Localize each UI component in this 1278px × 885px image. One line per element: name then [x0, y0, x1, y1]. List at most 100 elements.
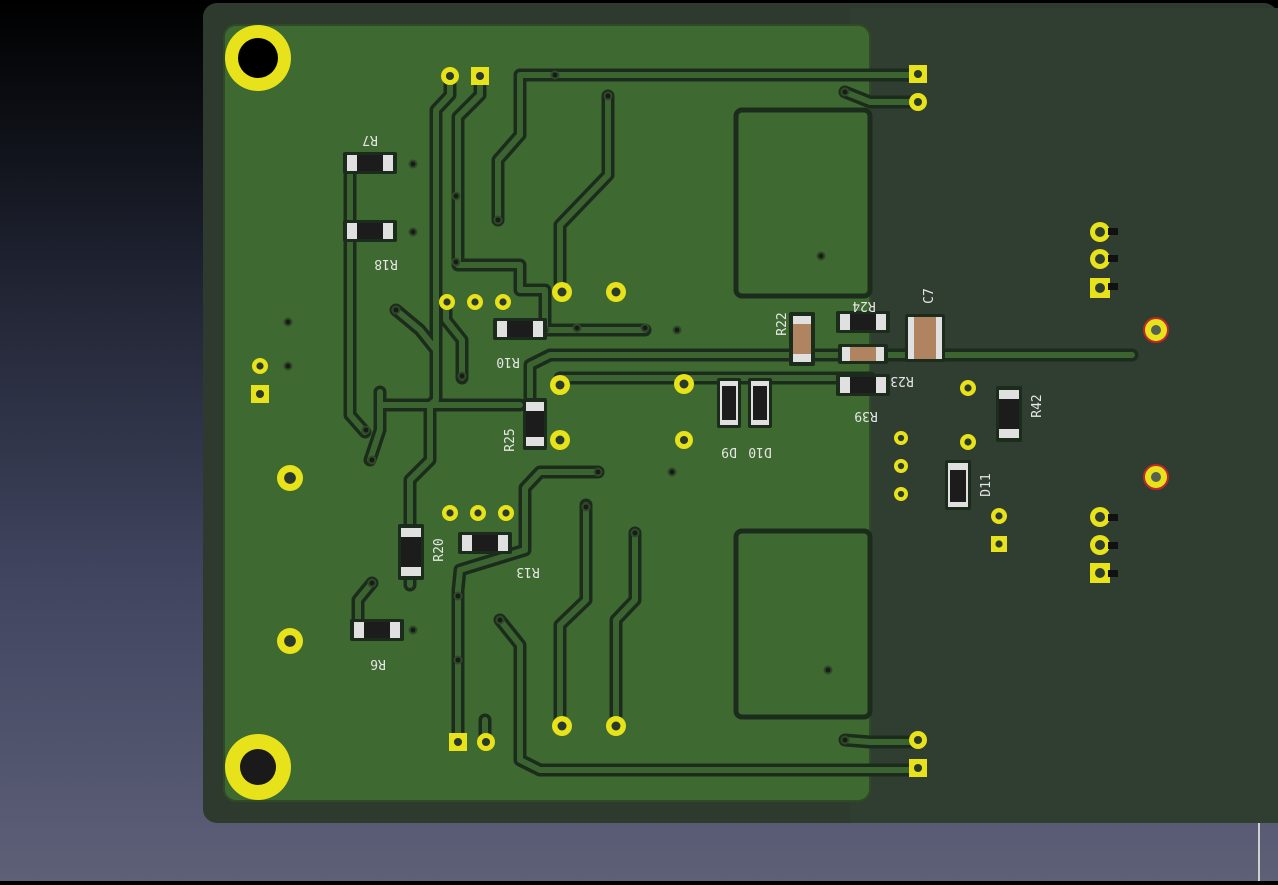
label-r39: R39: [854, 408, 877, 423]
via: [603, 91, 613, 101]
label-d9: D9: [721, 444, 737, 459]
resistor-r23[interactable]: R23: [838, 344, 914, 388]
resistor-r25[interactable]: R25: [503, 398, 547, 452]
pad-drill: [679, 435, 689, 445]
label-r10: R10: [496, 354, 519, 369]
copper-island-upper: [733, 107, 873, 299]
connector-lower: [1090, 507, 1118, 583]
resistor-r20[interactable]: R20: [398, 524, 447, 580]
via: [672, 325, 682, 335]
via: [283, 361, 293, 371]
board-bottom-right-edge: [1258, 823, 1260, 881]
label-d11: D11: [979, 473, 994, 496]
pad-drill: [913, 735, 923, 745]
via: [593, 467, 603, 477]
resistor-r42[interactable]: R42: [996, 386, 1045, 442]
pad-drill: [897, 462, 905, 470]
smd-components: R7 R18 R10 R25: [343, 132, 1045, 671]
resistor-r22[interactable]: R22: [775, 312, 815, 366]
traces: [347, 72, 1135, 773]
pad-drill: [502, 509, 510, 517]
via: [367, 578, 377, 588]
pad-drill: [557, 721, 567, 731]
via: [451, 257, 461, 267]
via: [493, 215, 503, 225]
diode-d9[interactable]: D9: [717, 378, 741, 459]
diode-d10[interactable]: D10: [748, 378, 772, 459]
label-r13: R13: [516, 564, 539, 579]
via: [630, 528, 640, 538]
resistor-r13[interactable]: R13: [458, 532, 540, 579]
pad-drill: [474, 509, 482, 517]
pad-drill: [913, 763, 923, 773]
pad-drill: [964, 438, 972, 446]
via: [495, 615, 505, 625]
label-r18: R18: [374, 256, 397, 271]
pad-drill: [443, 298, 451, 306]
pad-drill: [255, 389, 265, 399]
pad-drill: [913, 69, 923, 79]
mounting-holes: [225, 25, 291, 800]
pad-drill: [913, 97, 923, 107]
resistor-r7[interactable]: R7: [343, 132, 397, 174]
via: [581, 502, 591, 512]
via: [457, 371, 467, 381]
label-r24: R24: [852, 298, 876, 313]
label-c7: C7: [922, 288, 937, 304]
label-r42: R42: [1030, 394, 1045, 417]
label-r22: R22: [775, 312, 790, 335]
label-r6: R6: [370, 656, 386, 671]
resistor-r39[interactable]: R39: [836, 374, 890, 423]
pad-drill: [995, 540, 1003, 548]
via: [816, 251, 826, 261]
pad-drill: [897, 490, 905, 498]
diode-d11[interactable]: D11: [945, 460, 994, 510]
via: [667, 467, 677, 477]
connector-upper: [1090, 222, 1118, 298]
via: [572, 323, 582, 333]
via: [283, 317, 293, 327]
through-hole-pads: [251, 65, 1007, 777]
resistor-r6[interactable]: R6: [350, 619, 404, 671]
via: [408, 227, 418, 237]
pad-drill: [453, 737, 463, 747]
pad-drill: [471, 298, 479, 306]
label-r20: R20: [432, 538, 447, 561]
pad-drill: [679, 379, 689, 389]
pad-drill: [284, 635, 296, 647]
pad-drill: [611, 287, 621, 297]
resistor-r18[interactable]: R18: [343, 220, 398, 271]
pad-drill: [481, 737, 491, 747]
via: [408, 159, 418, 169]
via: [823, 665, 833, 675]
pad-drill: [555, 435, 565, 445]
via: [391, 305, 401, 315]
label-r7: R7: [362, 132, 378, 147]
board-solder-mask-region: [850, 8, 1278, 823]
label-d10: D10: [748, 444, 771, 459]
via: [550, 70, 560, 80]
pad-drill: [284, 472, 296, 484]
pad-drill: [475, 71, 485, 81]
pad-drill: [995, 512, 1003, 520]
via: [840, 87, 850, 97]
test-points: [1143, 317, 1169, 490]
via: [451, 191, 461, 201]
pad-drill: [446, 509, 454, 517]
resistor-r10[interactable]: R10: [493, 318, 547, 369]
pad-drill: [499, 298, 507, 306]
copper-island-lower: [733, 528, 873, 720]
pad-drill: [611, 721, 621, 731]
resistor-r24[interactable]: R24: [836, 298, 890, 333]
capacitor-c7[interactable]: C7: [905, 288, 945, 362]
pad-drill: [557, 287, 567, 297]
pad-drill: [897, 434, 905, 442]
via: [408, 625, 418, 635]
pad-drill: [555, 380, 565, 390]
via: [361, 425, 371, 435]
label-r25: R25: [503, 428, 518, 451]
via: [367, 455, 377, 465]
pad-drill: [445, 71, 455, 81]
